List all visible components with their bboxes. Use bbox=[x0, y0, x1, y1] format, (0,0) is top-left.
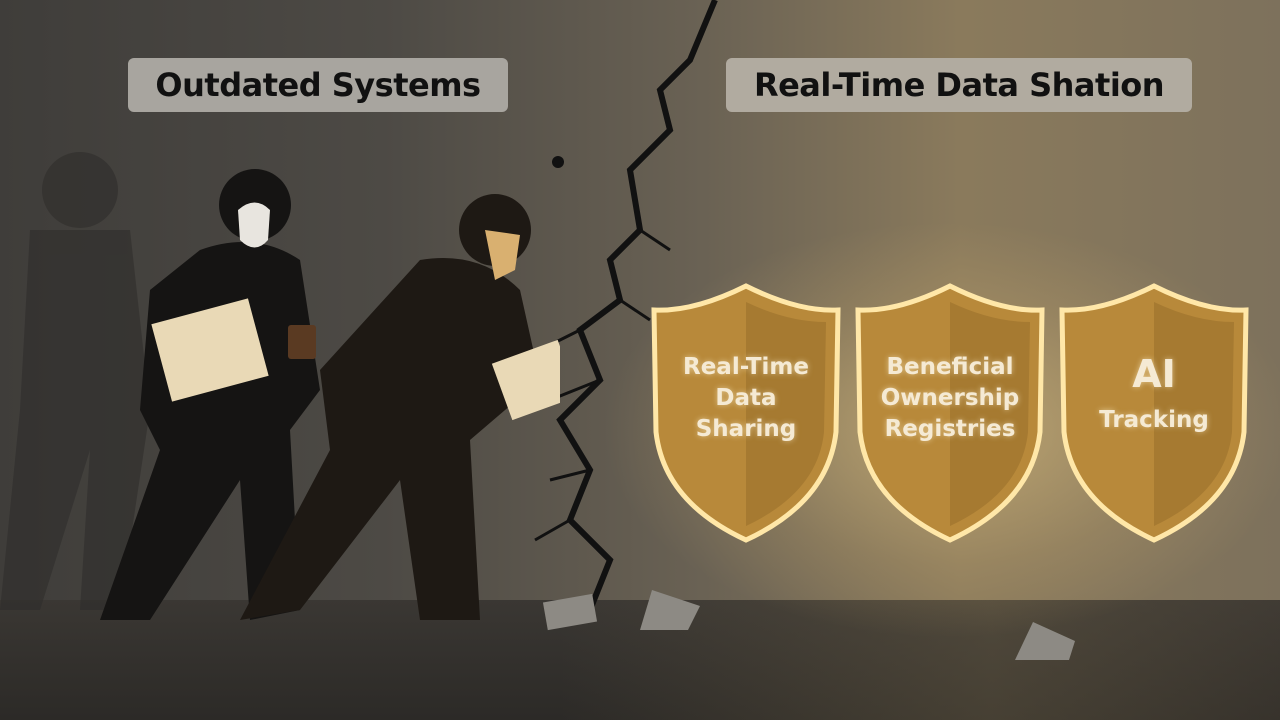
document-icon bbox=[151, 298, 269, 402]
floor bbox=[0, 600, 1280, 720]
phone-icon bbox=[288, 325, 316, 359]
shield-text-line: Registries bbox=[884, 416, 1016, 442]
tan-mask-icon bbox=[485, 230, 520, 280]
shield-text-line: Sharing bbox=[695, 416, 797, 442]
real-time-data-label: Real-Time Data Shation bbox=[726, 58, 1192, 112]
shield-real-time-data-sharing: Real-Time Data Sharing bbox=[648, 282, 844, 544]
outdated-systems-label: Outdated Systems bbox=[128, 58, 508, 112]
shield-beneficial-ownership-registries: Beneficial Ownership Registries bbox=[852, 282, 1048, 544]
shield-text-line: Real-Time bbox=[682, 354, 810, 380]
figures bbox=[0, 152, 560, 620]
shield-ai-tracking: AI Tracking bbox=[1056, 282, 1252, 544]
shield-text-line: Tracking bbox=[1099, 407, 1209, 433]
white-mask-icon bbox=[238, 202, 270, 248]
shield-text-line: Beneficial bbox=[886, 354, 1014, 380]
shield-text-line: Ownership bbox=[880, 385, 1020, 411]
shield-text-line: AI bbox=[1132, 352, 1176, 396]
document-icon bbox=[491, 339, 560, 421]
wall-crack bbox=[534, 0, 718, 612]
shield-text-line: Data bbox=[715, 385, 777, 411]
